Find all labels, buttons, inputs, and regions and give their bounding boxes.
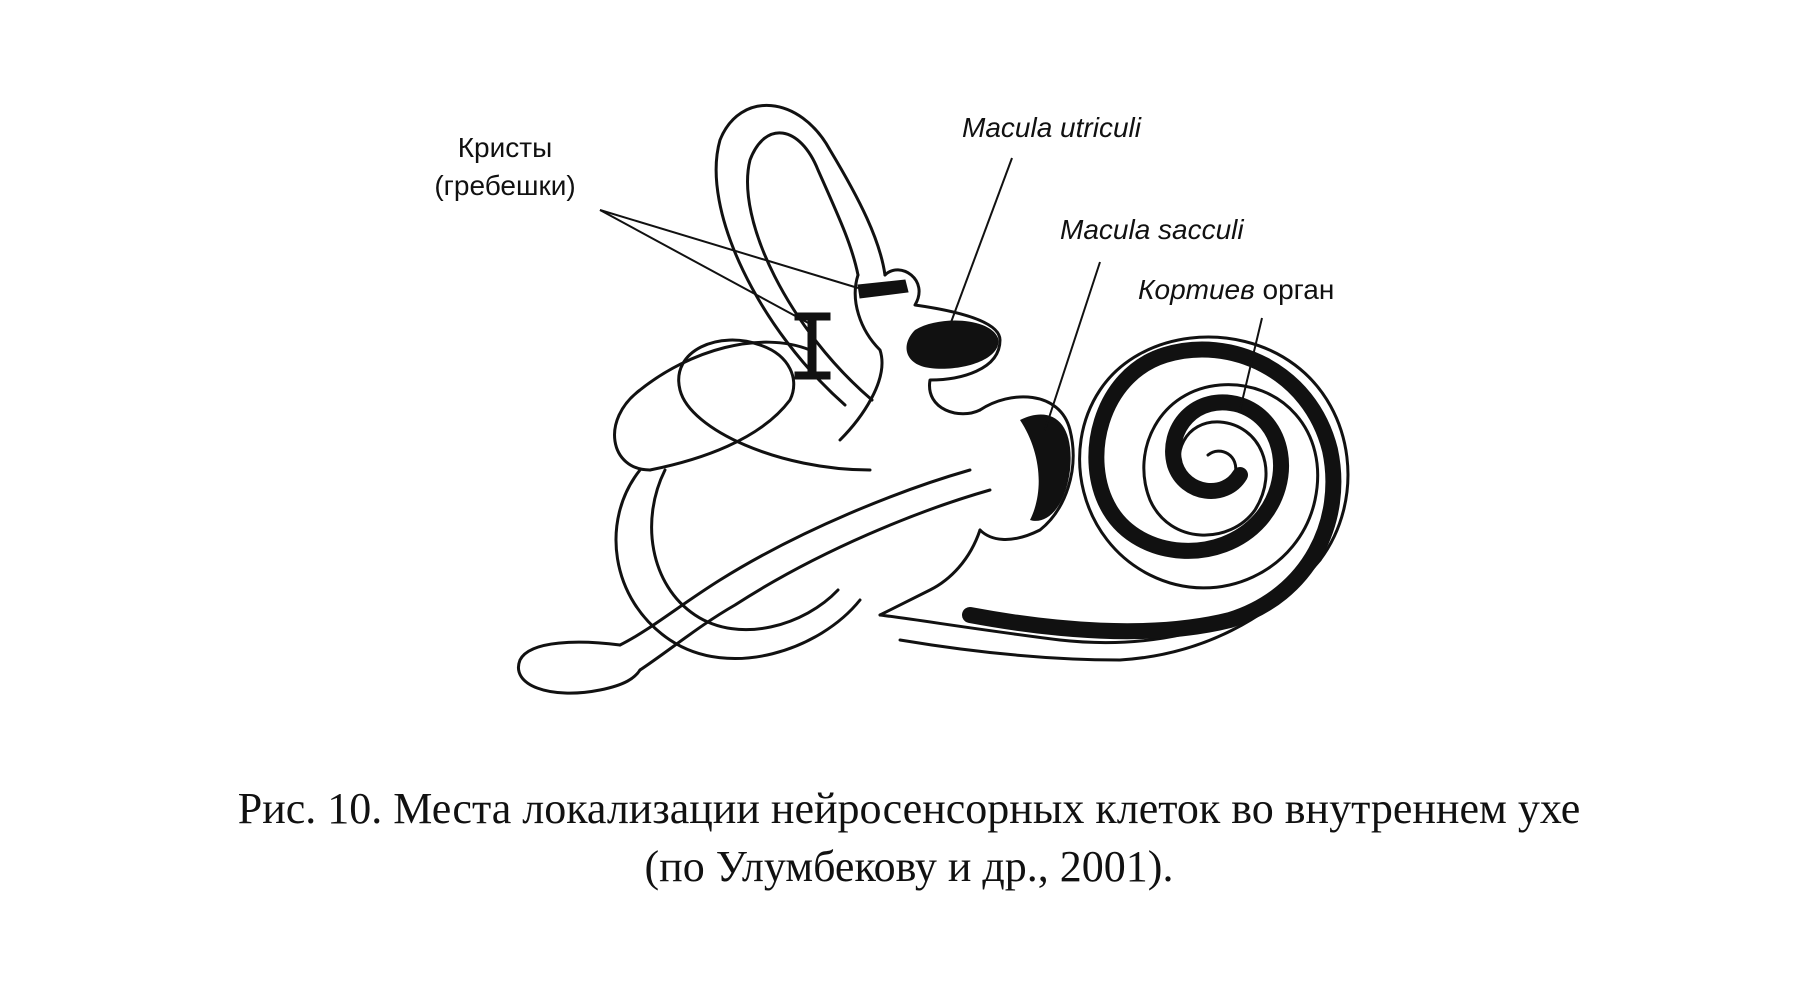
endolymphatic-duct bbox=[618, 468, 972, 647]
saccule bbox=[978, 395, 1075, 541]
figure-caption: Рис. 10. Места локализации нейросенсорны… bbox=[0, 780, 1818, 896]
utricle-lower bbox=[838, 273, 884, 442]
posterior-semicircular-canal bbox=[648, 338, 872, 472]
macula-utriculi-label: Macula utriculi bbox=[962, 112, 1141, 143]
macula-utriculi-mark bbox=[906, 320, 999, 369]
pointer-cristae-upper bbox=[599, 209, 859, 289]
pointer-macula-utriculi bbox=[949, 157, 1013, 326]
cochlea-outer bbox=[1078, 335, 1350, 590]
anterior-semicircular-canal bbox=[714, 104, 887, 407]
macula-sacculi-mark bbox=[1020, 414, 1071, 521]
endolymphatic-duct-lower bbox=[638, 488, 992, 672]
crista-upper bbox=[857, 279, 909, 299]
corti-organ-label-italic: Кортиев bbox=[1138, 274, 1255, 305]
organ-of-corti-mark bbox=[962, 341, 1342, 640]
posterior-semicircular-canal-outer bbox=[613, 340, 812, 472]
corti-organ-label-rest: орган bbox=[1254, 274, 1335, 305]
endolymphatic-sac bbox=[516, 640, 642, 695]
crista-lower-cap-bottom bbox=[794, 371, 831, 380]
pointer-macula-sacculi bbox=[1044, 261, 1101, 431]
corti-organ-label: Кортиев орган bbox=[1138, 274, 1334, 306]
cristae-label-line1: Кристы bbox=[457, 132, 553, 163]
macula-sacculi-label: Macula sacculi bbox=[1060, 214, 1244, 245]
caption-line1: Рис. 10. Места локализации нейросенсорны… bbox=[237, 784, 1581, 833]
saccule-stem bbox=[878, 528, 982, 617]
lateral-semicircular-canal bbox=[614, 468, 862, 661]
anterior-semicircular-canal-inner bbox=[746, 131, 874, 402]
pointer-corti-organ bbox=[1239, 317, 1263, 411]
caption-line2: (по Улумбекову и др., 2001). bbox=[644, 842, 1174, 891]
lateral-semicircular-canal-inner bbox=[650, 468, 840, 632]
utricle bbox=[883, 268, 1002, 416]
pointer-cristae-lower bbox=[599, 209, 813, 326]
cristae-label-line2: (гребешки) bbox=[434, 170, 576, 201]
